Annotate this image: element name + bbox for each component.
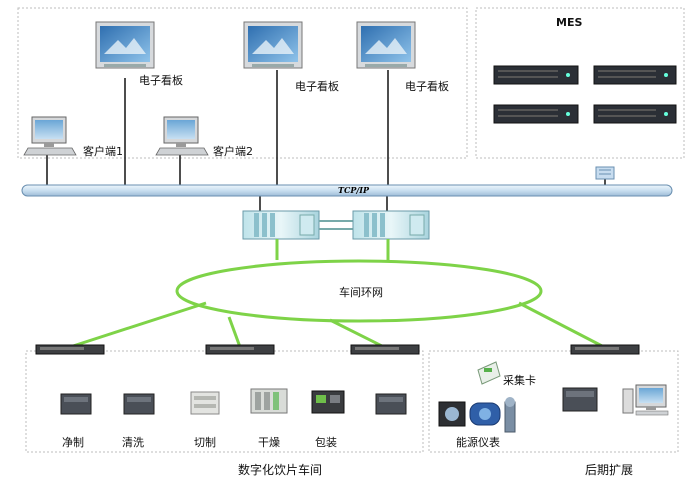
client-pc-1 [23, 116, 77, 156]
server-rack-4 [593, 104, 677, 124]
energy-meter-label: 能源仪表 [456, 436, 500, 449]
field-switch-1 [35, 344, 105, 355]
kanban-screen-1 [95, 21, 155, 69]
top-left-panel [17, 7, 468, 159]
kanban-screen-2 [243, 21, 303, 69]
field-switch-4 [570, 344, 640, 355]
tcp-ip-bus [21, 184, 673, 197]
workshop-panel [25, 350, 424, 453]
mes-title: MES [556, 16, 583, 29]
workshop-title: 数字化饮片车间 [238, 463, 323, 477]
acquisition-card-label: 采集卡 [503, 374, 536, 387]
station-label-jingzhi: 净制 [62, 436, 84, 449]
bus-drop-lines [46, 70, 606, 212]
energy-meters [438, 397, 516, 433]
field-switch-2 [205, 344, 275, 355]
future-panel [428, 350, 679, 453]
kanban-screen-3 [356, 21, 416, 69]
plc-device-qingxi [123, 393, 155, 415]
future-title: 后期扩展 [585, 463, 634, 477]
acquisition-card [477, 361, 501, 385]
mes-network-module [595, 166, 615, 180]
ring-network [69, 239, 605, 349]
client-pc-2 [155, 116, 209, 156]
station-label-baozhuang: 包装 [315, 436, 337, 449]
ring-label: 车间环网 [339, 286, 383, 299]
kanban-label-2: 电子看板 [295, 80, 339, 93]
tcp-ip-label: TCP/IP [338, 185, 370, 195]
client-label-1: 客户端1 [83, 145, 123, 158]
station-label-ganzao: 干燥 [258, 436, 280, 449]
client-label-2: 客户端2 [213, 145, 253, 158]
core-controller-right [352, 210, 430, 240]
future-plc-device [562, 387, 598, 412]
plc-device-qiezhi [190, 391, 220, 415]
station-label-qiezhi: 切制 [194, 436, 216, 449]
mes-panel [475, 7, 685, 159]
mes-servers [493, 65, 677, 124]
plc-device-jingzhi [60, 393, 92, 415]
kanban-label-1: 电子看板 [139, 74, 183, 87]
server-rack-1 [493, 65, 579, 85]
future-workstation [622, 384, 669, 416]
plc-device-ganzao [250, 388, 288, 414]
server-rack-3 [493, 104, 579, 124]
field-switch-3 [350, 344, 420, 355]
kanban-label-3: 电子看板 [405, 80, 449, 93]
plc-device-baozhuang [311, 390, 345, 414]
core-link [319, 220, 353, 230]
server-rack-2 [593, 65, 677, 85]
station-label-qingxi: 清洗 [122, 436, 144, 449]
core-controller-left [242, 210, 320, 240]
plc-device-extra [375, 393, 407, 415]
